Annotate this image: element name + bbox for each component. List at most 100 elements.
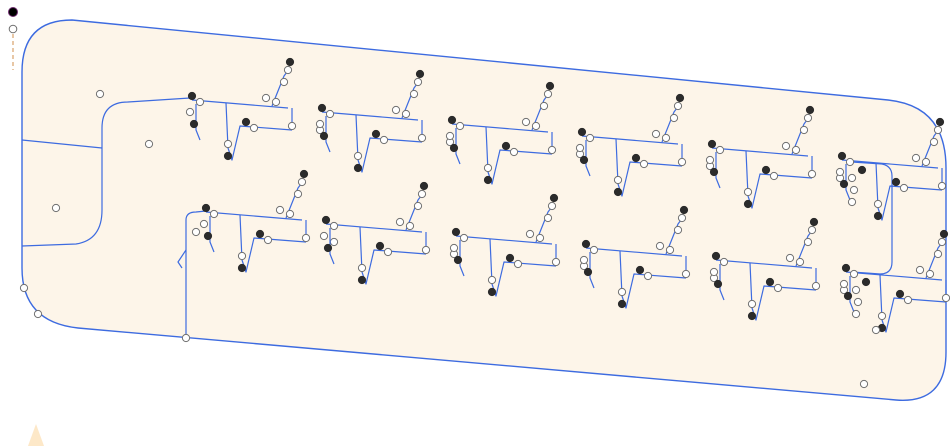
stage-open-node[interactable]	[195, 97, 205, 107]
stage-open-node[interactable]	[575, 143, 585, 153]
stage-open-node[interactable]	[743, 187, 753, 197]
stage-open-node[interactable]	[921, 157, 931, 167]
start-marker-dot[interactable]	[8, 7, 18, 17]
stage-filled-node[interactable]	[241, 117, 251, 127]
stage-open-node[interactable]	[911, 153, 921, 163]
stage-open-node[interactable]	[383, 247, 393, 257]
stage-open-node[interactable]	[547, 201, 557, 211]
stage-open-node[interactable]	[853, 297, 863, 307]
stage-open-node[interactable]	[315, 119, 325, 129]
loose-4-open-node[interactable]	[19, 283, 29, 293]
stage-filled-node[interactable]	[237, 263, 247, 273]
stage-open-node[interactable]	[873, 199, 883, 209]
stage-open-node[interactable]	[877, 311, 887, 321]
stage-filled-node[interactable]	[635, 265, 645, 275]
stage-open-node[interactable]	[791, 145, 801, 155]
stage-filled-node[interactable]	[679, 205, 689, 215]
stage-filled-node[interactable]	[873, 211, 883, 221]
stage-filled-node[interactable]	[707, 139, 717, 149]
loose-8-open-node[interactable]	[859, 379, 869, 389]
start-terminal[interactable]	[8, 7, 18, 71]
stage-filled-node[interactable]	[353, 163, 363, 173]
stage-open-node[interactable]	[811, 281, 821, 291]
stage-filled-node[interactable]	[189, 119, 199, 129]
stage-filled-node[interactable]	[577, 127, 587, 137]
stage-open-node[interactable]	[249, 123, 259, 133]
stage-filled-node[interactable]	[895, 289, 905, 299]
stage-open-node[interactable]	[525, 229, 535, 239]
stage-filled-node[interactable]	[545, 81, 555, 91]
stage-open-node[interactable]	[543, 213, 553, 223]
stage-open-node[interactable]	[579, 255, 589, 265]
stage-open-node[interactable]	[803, 237, 813, 247]
stage-filled-node[interactable]	[187, 91, 197, 101]
stage-open-node[interactable]	[449, 243, 459, 253]
stage-open-node[interactable]	[285, 209, 295, 219]
stage-filled-node[interactable]	[419, 181, 429, 191]
stage-open-node[interactable]	[719, 257, 729, 267]
stage-open-node[interactable]	[455, 121, 465, 131]
stage-filled-node[interactable]	[323, 243, 333, 253]
stage-filled-node[interactable]	[317, 103, 327, 113]
stage-filled-node[interactable]	[449, 143, 459, 153]
stage-filled-node[interactable]	[839, 179, 849, 189]
stage-open-node[interactable]	[547, 145, 557, 155]
stage-open-node[interactable]	[781, 141, 791, 151]
stage-open-node[interactable]	[773, 283, 783, 293]
stage-open-node[interactable]	[535, 233, 545, 243]
stage-filled-node[interactable]	[453, 255, 463, 265]
stage-open-node[interactable]	[521, 117, 531, 127]
stage-open-node[interactable]	[769, 171, 779, 181]
stage-filled-node[interactable]	[761, 165, 771, 175]
stage-open-node[interactable]	[651, 129, 661, 139]
stage-open-node[interactable]	[849, 185, 859, 195]
stage-open-node[interactable]	[319, 231, 329, 241]
stage-open-node[interactable]	[849, 269, 859, 279]
stage-open-node[interactable]	[199, 219, 209, 229]
stage-open-node[interactable]	[673, 101, 683, 111]
stage-filled-node[interactable]	[451, 227, 461, 237]
stage-open-node[interactable]	[357, 263, 367, 273]
stage-open-node[interactable]	[293, 189, 303, 199]
stage-filled-node[interactable]	[319, 131, 329, 141]
stage-filled-node[interactable]	[357, 275, 367, 285]
stage-filled-node[interactable]	[321, 215, 331, 225]
stage-filled-node[interactable]	[617, 299, 627, 309]
loose-6-open-node[interactable]	[181, 333, 191, 343]
stage-open-node[interactable]	[681, 269, 691, 279]
stage-open-node[interactable]	[531, 121, 541, 131]
stage-open-node[interactable]	[279, 77, 289, 87]
stage-open-node[interactable]	[847, 197, 857, 207]
stage-open-node[interactable]	[903, 295, 913, 305]
stage-filled-node[interactable]	[447, 115, 457, 125]
stage-filled-node[interactable]	[299, 169, 309, 179]
stage-open-node[interactable]	[543, 89, 553, 99]
stage-open-node[interactable]	[669, 113, 679, 123]
stage-filled-node[interactable]	[675, 93, 685, 103]
stage-open-node[interactable]	[643, 271, 653, 281]
stage-open-node[interactable]	[209, 209, 219, 219]
stage-open-node[interactable]	[417, 133, 427, 143]
stage-open-node[interactable]	[509, 147, 519, 157]
stage-open-node[interactable]	[589, 245, 599, 255]
stage-open-node[interactable]	[613, 175, 623, 185]
stage-filled-node[interactable]	[203, 231, 213, 241]
stage-filled-node[interactable]	[891, 177, 901, 187]
loose-9-open-node[interactable]	[191, 227, 201, 237]
stage-open-node[interactable]	[271, 97, 281, 107]
stage-open-node[interactable]	[223, 139, 233, 149]
stage-open-node[interactable]	[845, 157, 855, 167]
stage-filled-node[interactable]	[415, 69, 425, 79]
stage-open-node[interactable]	[353, 151, 363, 161]
stage-filled-node[interactable]	[765, 277, 775, 287]
stage-filled-node[interactable]	[501, 141, 511, 151]
stage-filled-node[interactable]	[549, 193, 559, 203]
stage-filled-node[interactable]	[613, 187, 623, 197]
stage-open-node[interactable]	[929, 137, 939, 147]
stage-filled-node[interactable]	[631, 153, 641, 163]
stage-open-node[interactable]	[329, 221, 339, 231]
stage-open-node[interactable]	[297, 177, 307, 187]
stage-filled-node[interactable]	[743, 199, 753, 209]
loose-2-open-node[interactable]	[144, 139, 154, 149]
stage-open-node[interactable]	[261, 93, 271, 103]
